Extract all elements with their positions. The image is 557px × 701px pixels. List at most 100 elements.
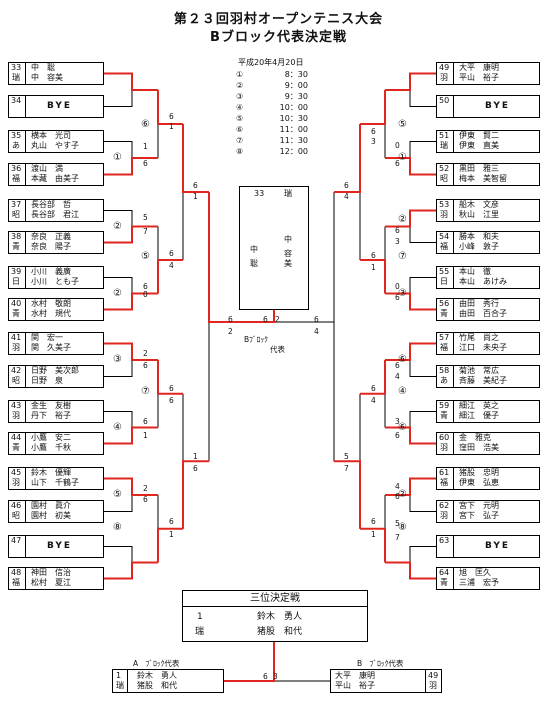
entry-player-1: 関 宏一 xyxy=(31,333,63,342)
entry-number: 37 xyxy=(11,200,22,209)
b-block-no: 49 xyxy=(428,671,439,680)
set-score: 6 xyxy=(169,517,174,526)
final-score-left-b: 2 xyxy=(275,315,280,324)
set-score: 1 xyxy=(371,530,376,539)
schedule-round-no: ③ xyxy=(236,92,244,101)
final-score-l2: 2 xyxy=(228,327,233,336)
entry-club: 青 xyxy=(12,309,20,318)
entry-club: 昭 xyxy=(12,376,20,385)
round-marker: ② xyxy=(113,288,122,299)
round-marker: ③ xyxy=(113,354,122,365)
schedule-round-time: 9：00 xyxy=(284,81,308,90)
set-score: 1 xyxy=(169,530,174,539)
bye-label: BYE xyxy=(485,101,511,111)
entry-club: 福 xyxy=(440,478,448,487)
entry-player-1: 菊池 常広 xyxy=(459,366,499,375)
entry-club: 昭 xyxy=(12,511,20,520)
entry-player-2: 小川 とも子 xyxy=(31,277,79,286)
round-marker: ⑥ xyxy=(398,354,407,365)
round-marker: ⑦ xyxy=(398,251,407,262)
third-place-club: 瑞 xyxy=(195,627,205,637)
entry-player-2: 中 容美 xyxy=(31,73,63,82)
schedule-round-time: 10：00 xyxy=(279,103,308,112)
entry-number: 44 xyxy=(11,433,22,442)
set-score: 6 xyxy=(193,464,198,473)
entry-number: 41 xyxy=(11,333,22,342)
round-marker: ④ xyxy=(398,386,407,397)
entry-player-1: 金 雅克 xyxy=(459,433,491,442)
b-block-box: 大平 康明 平山 裕子 49 羽 xyxy=(330,669,442,693)
set-score: 5 xyxy=(395,519,400,528)
a-block-p1: 鈴木 勇人 xyxy=(137,671,177,680)
entry-number: 54 xyxy=(439,232,450,241)
entry-number: 60 xyxy=(439,433,450,442)
third-place-box: 三位決定戦 1 鈴木 勇人 瑞 猪股 和代 xyxy=(182,590,368,642)
round-marker: ② xyxy=(398,489,407,500)
schedule-round-time: 11：30 xyxy=(279,136,308,145)
entry-player-2: 由田 百合子 xyxy=(459,309,507,318)
entry-player-1: 本山 徹 xyxy=(459,267,491,276)
entry-number: 45 xyxy=(11,468,22,477)
entry-number: 62 xyxy=(439,501,450,510)
entry-player-1: 水村 敬朗 xyxy=(31,299,71,308)
a-block-label: A ﾌﾞﾛｯｸ代表 xyxy=(133,659,180,668)
entry-player-2: 三浦 宏予 xyxy=(459,578,499,587)
set-score: 7 xyxy=(395,533,400,542)
entry-number: 38 xyxy=(11,232,22,241)
entry-player-2: 長谷部 君江 xyxy=(31,210,79,219)
entry-number: 33 xyxy=(11,63,22,72)
entry-player-2: 小鷹 千秋 xyxy=(31,443,71,452)
set-score: 6 xyxy=(371,517,376,526)
schedule-round-time: 9：30 xyxy=(284,92,308,101)
final-score-left-a: 6 xyxy=(263,315,268,324)
entry-player-1: 長谷部 哲 xyxy=(31,200,71,209)
set-score: 6 xyxy=(143,417,148,426)
entry-club: 羽 xyxy=(440,443,448,452)
set-score: 4 xyxy=(395,372,400,381)
entry-player-1: 渡山 満 xyxy=(31,164,63,173)
entry-player-1: 猪股 忠明 xyxy=(459,468,499,477)
entry-player-2: 園村 初美 xyxy=(31,511,71,520)
entry-club: 青 xyxy=(12,443,20,452)
entry-player-2: 秋山 江里 xyxy=(459,210,499,219)
schedule-round-no: ⑤ xyxy=(236,114,244,123)
entry-player-2: 伊東 弘恵 xyxy=(459,478,499,487)
entry-club: 瑞 xyxy=(440,141,448,150)
entry-player-1: 細江 英之 xyxy=(459,401,499,410)
schedule-row: ⑤ 10：30 xyxy=(236,114,308,124)
set-score: 6 xyxy=(395,361,400,370)
round-marker: ① xyxy=(398,152,407,163)
bottom-score-b: 3 xyxy=(273,672,278,681)
entry-club: 日 xyxy=(440,277,448,286)
round-marker: ⑧ xyxy=(398,522,407,533)
set-score: 6 xyxy=(395,159,400,168)
entry-club: 青 xyxy=(440,578,448,587)
round-marker: ⑤ xyxy=(113,489,122,500)
entry-player-2: 丸山 やす子 xyxy=(31,141,79,150)
final-score-l: 6 xyxy=(228,315,233,324)
set-score: 6 xyxy=(344,181,349,190)
set-score: 4 xyxy=(371,396,376,405)
set-score: 1 xyxy=(371,263,376,272)
round-marker: ⑧ xyxy=(113,522,122,533)
entry-club: 羽 xyxy=(12,411,20,420)
entry-player-1: 奈良 正義 xyxy=(31,232,71,241)
set-score: 0 xyxy=(395,282,400,291)
entry-player-2: 日野 泉 xyxy=(31,376,63,385)
entry-number: 61 xyxy=(439,468,450,477)
schedule-round-time: 10：30 xyxy=(279,114,308,123)
set-score: 6 xyxy=(169,112,174,121)
